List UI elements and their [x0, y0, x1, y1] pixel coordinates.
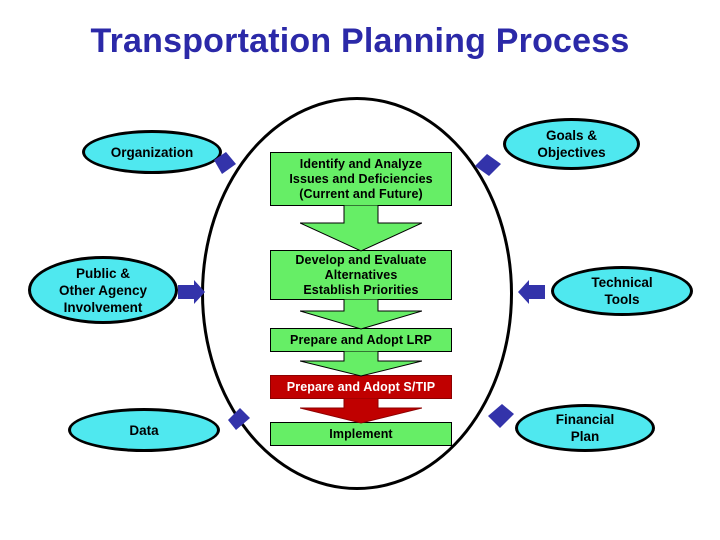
- input-oval-technical-tools[interactable]: Technical Tools: [551, 266, 693, 316]
- connector-arrow-financial-plan-icon: [488, 404, 514, 428]
- input-oval-financial-plan[interactable]: Financial Plan: [515, 404, 655, 452]
- input-oval-data[interactable]: Data: [68, 408, 220, 452]
- connector-arrow-technical-tools-icon: [518, 280, 545, 304]
- input-oval-public-other-agency-involvement[interactable]: Public & Other Agency Involvement: [28, 256, 178, 324]
- process-box-label: Implement: [329, 426, 393, 441]
- process-box-develop-evaluate[interactable]: Develop and Evaluate Alternatives Establ…: [270, 250, 452, 300]
- input-oval-label: Goals & Objectives: [537, 128, 606, 160]
- process-box-label: Identify and Analyze Issues and Deficien…: [289, 156, 433, 201]
- process-box-label: Prepare and Adopt LRP: [290, 332, 432, 347]
- process-box-identify-analyze[interactable]: Identify and Analyze Issues and Deficien…: [270, 152, 452, 206]
- input-oval-label: Public & Other Agency Involvement: [58, 265, 148, 315]
- input-oval-goals-objectives[interactable]: Goals & Objectives: [503, 118, 640, 170]
- process-box-prepare-adopt-stip[interactable]: Prepare and Adopt S/TIP: [270, 375, 452, 399]
- input-oval-label: Financial Plan: [555, 412, 615, 444]
- input-oval-label: Data: [129, 422, 159, 438]
- input-oval-label: Organization: [110, 144, 194, 160]
- page-title: Transportation Planning Process: [90, 22, 630, 60]
- process-box-prepare-adopt-lrp[interactable]: Prepare and Adopt LRP: [270, 328, 452, 352]
- process-box-implement[interactable]: Implement: [270, 422, 452, 446]
- input-oval-organization[interactable]: Organization: [82, 130, 222, 174]
- process-box-label: Prepare and Adopt S/TIP: [286, 379, 436, 394]
- process-box-label: Develop and Evaluate Alternatives Establ…: [295, 252, 427, 297]
- input-oval-label: Technical Tools: [591, 275, 653, 307]
